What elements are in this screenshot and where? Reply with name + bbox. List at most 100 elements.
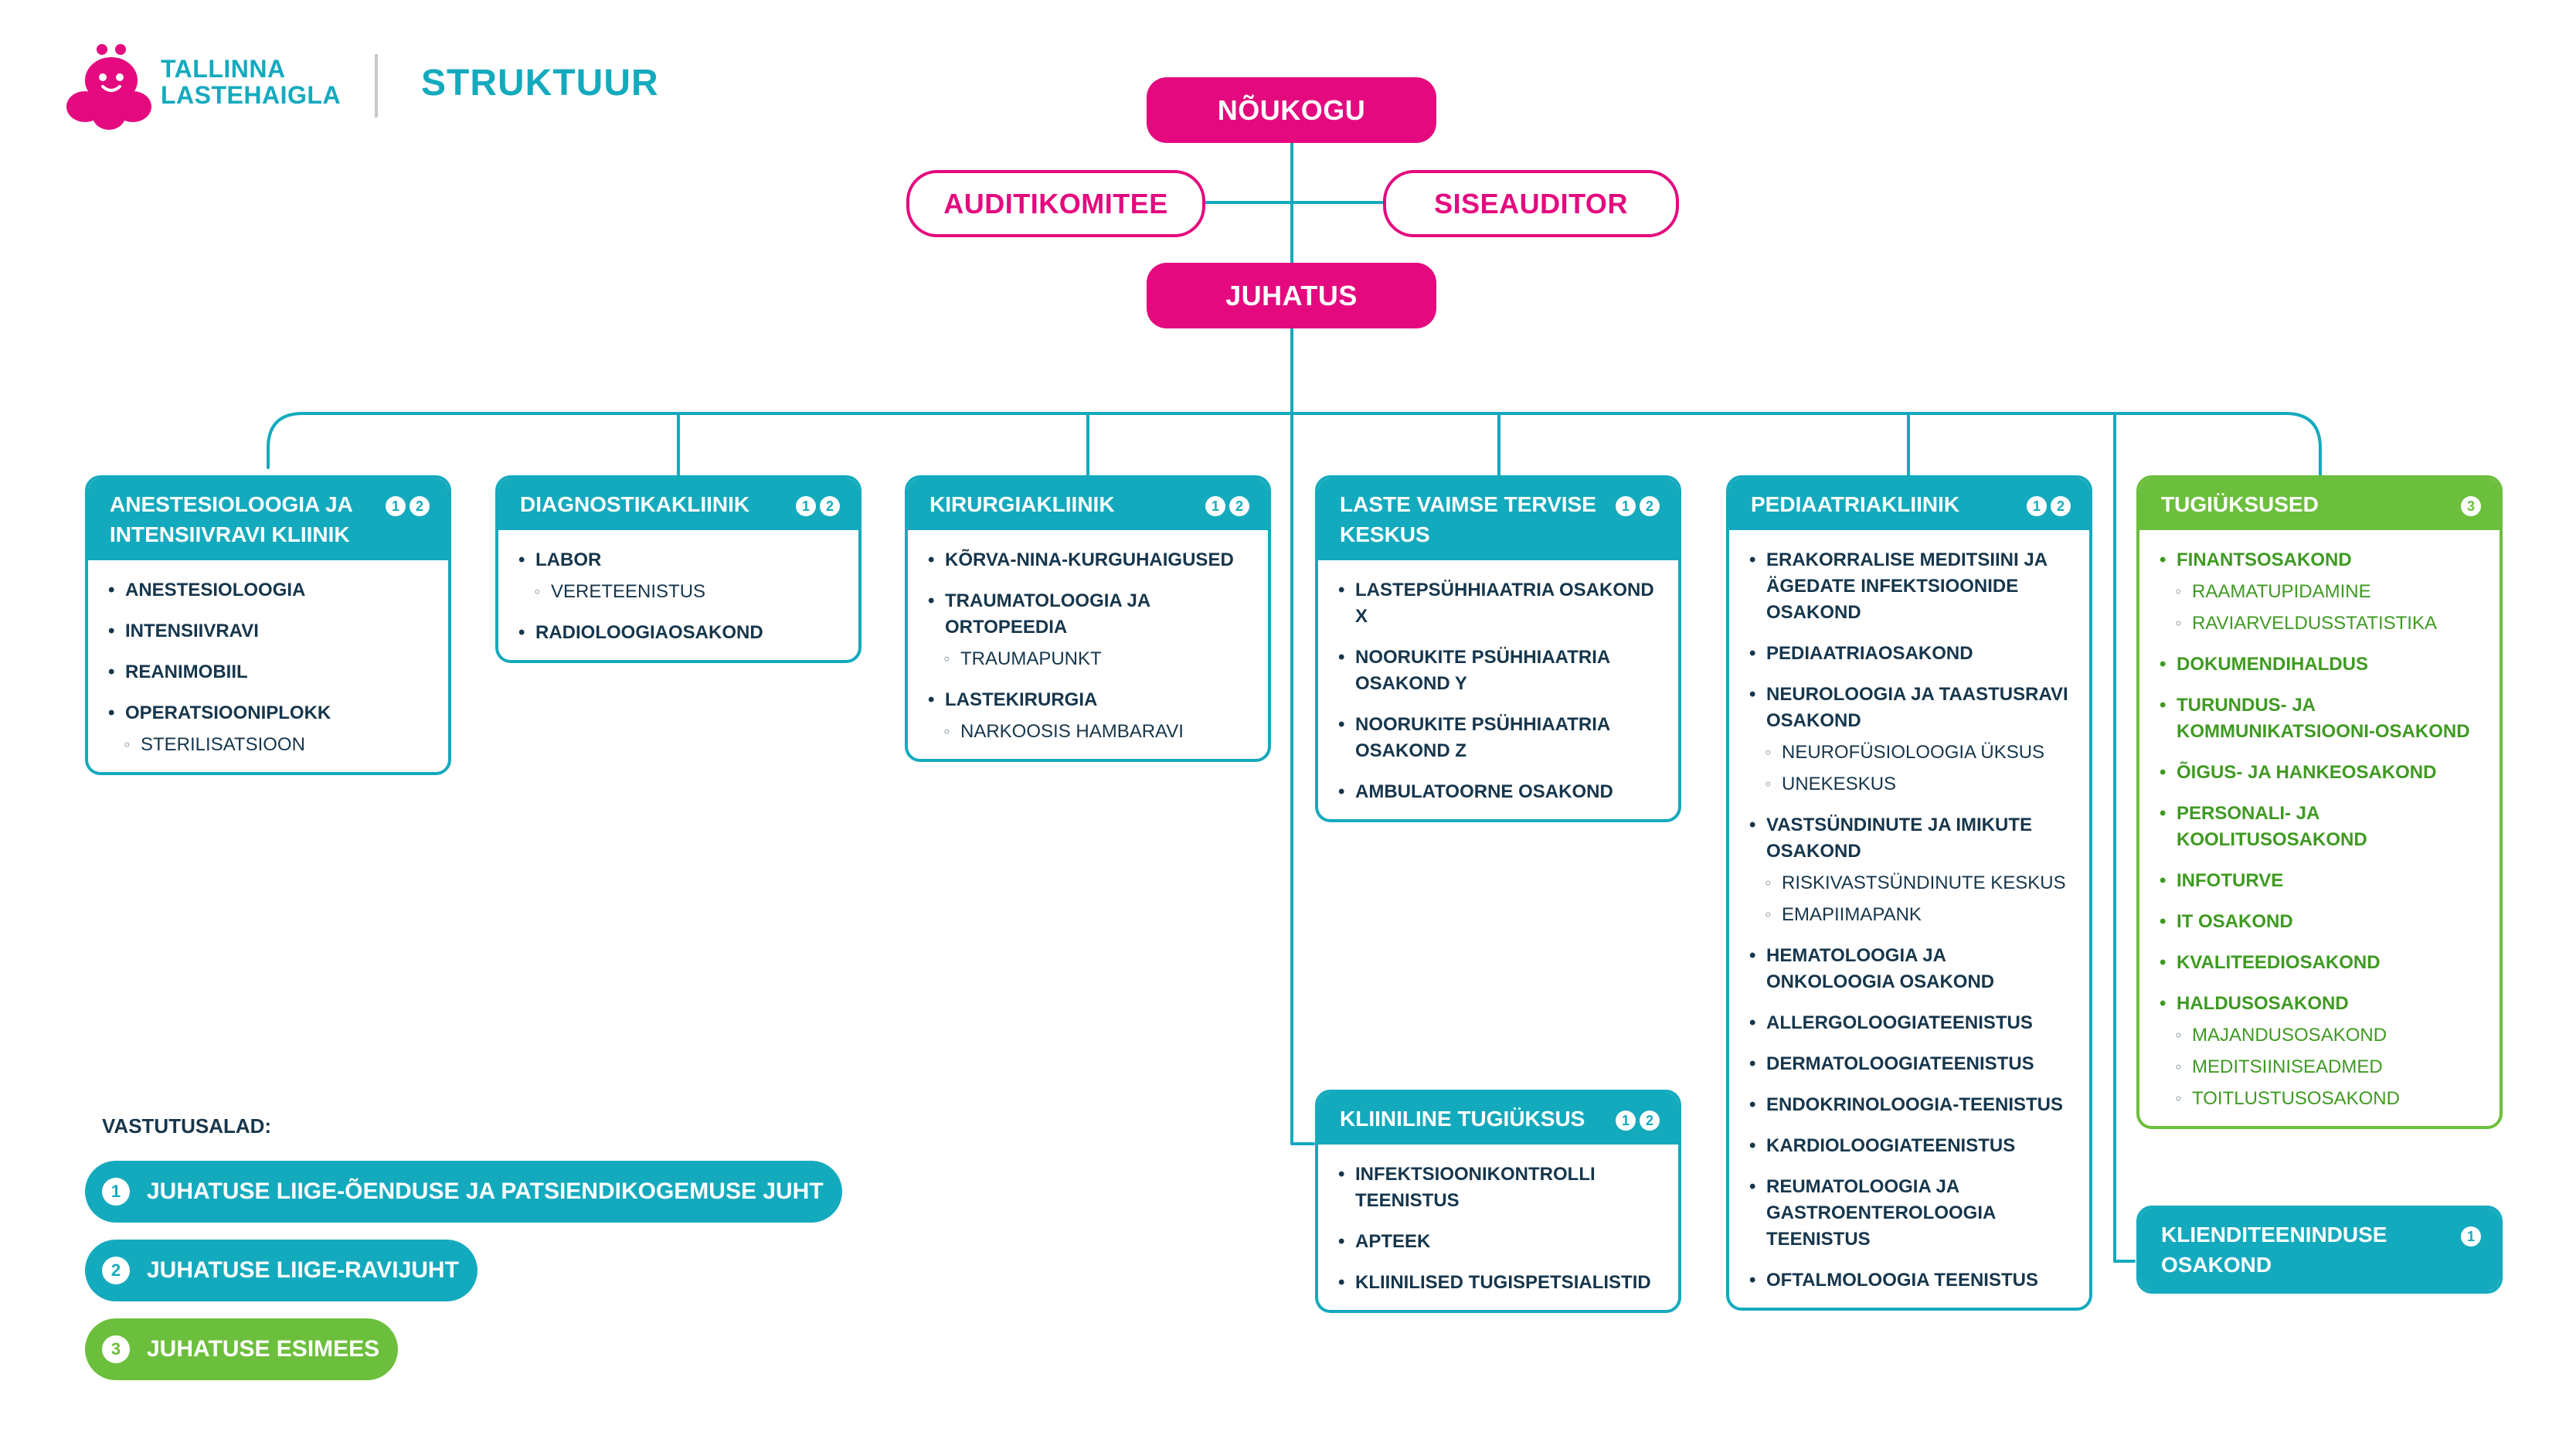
logo-wordmark: TALLINNA LASTEHAIGLA (161, 56, 341, 108)
unit-subitem: MAJANDUSOSAKOND (2160, 1022, 2484, 1049)
unit-kirurgia: KIRURGIAKLIINIK 12KÕRVA-NINA-KURGUHAIGUSE… (905, 475, 1271, 762)
unit-klienditeeninduse: KLIENDITEENINDUSE OSAKOND 1 (2136, 1206, 2503, 1294)
unit-title: PEDIAATRIAKLIINIK (1751, 492, 1960, 516)
juhatus-node: JUHATUS (1147, 263, 1436, 328)
unit-item: REUMATOLOOGIA JA GASTROENTEROLOOGIA TEEN… (1749, 1174, 2074, 1253)
responsibility-badge: 2 (820, 496, 840, 516)
unit-item: REANIMOBIIL (108, 659, 433, 685)
unit-item: HEMATOLOOGIA JA ONKOLOOGIA OSAKOND (1749, 943, 2074, 995)
unit-item: FINANTSOSAKONDRAAMATUPIDAMINERAVIARVELDU… (2160, 547, 2484, 637)
unit-items: ANESTESIOLOOGIA INTENSIIVRAVI REANIMOBIIL O… (88, 560, 448, 772)
unit-header: ANESTESIOLOOGIA JA INTENSIIVRAVI KLIINIK… (88, 478, 448, 560)
unit-diagnostika: DIAGNOSTIKAKLIINIK 12LABORVERETEENISTUS RA… (495, 475, 861, 663)
unit-subitem: RAVIARVELDUSSTATISTIKA (2160, 611, 2484, 637)
unit-item: KÕRVA-NINA-KURGUHAIGUSED (928, 547, 1252, 573)
unit-item: LASTEPSÜHHIAATRIA OSAKOND X (1338, 577, 1663, 630)
unit-item-label: ENDOKRINOLOOGIA-TEENISTUS (1749, 1092, 2074, 1118)
responsibility-badges: 1 (2461, 1226, 2481, 1247)
unit-items: LASTEPSÜHHIAATRIA OSAKOND X NOORUKITE PSÜ… (1318, 560, 1678, 819)
unit-item: NOORUKITE PSÜHHIAATRIA OSAKOND Z (1338, 712, 1663, 764)
unit-title: KLIENDITEENINDUSE OSAKOND (2161, 1223, 2387, 1277)
unit-item-label: FINANTSOSAKOND (2160, 547, 2484, 573)
unit-item-label: NEUROLOOGIA JA TAASTUSRAVI OSAKOND (1749, 682, 2074, 734)
unit-item: TRAUMATOLOOGIA JA ORTOPEEDIA TRAUMAPUNKT (928, 588, 1252, 672)
logo-line-1: TALLINNA (161, 55, 286, 83)
unit-item: INTENSIIVRAVI (108, 618, 433, 645)
legend-label: JUHATUSE LIIGE-RAVIJUHT (147, 1257, 459, 1283)
unit-item: OFTALMOLOOGIA TEENISTUS (1749, 1267, 2074, 1294)
responsibility-badge: 3 (2461, 496, 2481, 516)
unit-item: OPERATSIOONIPLOKKSTERILISATSIOON (108, 700, 433, 758)
legend-label: JUHATUSE LIIGE-ÕENDUSE JA PATSIENDIKOGEM… (147, 1179, 824, 1204)
responsibility-badge: 1 (386, 496, 406, 516)
legend-title: VASTUTUSALAD: (102, 1114, 272, 1138)
unit-title: LASTE VAIMSE TERVISE KESKUS (1340, 492, 1596, 546)
unit-item: TURUNDUS- JA KOMMUNIKATSIOONI-OSAKOND (2160, 692, 2484, 745)
unit-item-label: REANIMOBIIL (108, 659, 433, 685)
unit-item: ANESTESIOLOOGIA (108, 577, 433, 604)
unit-item: AMBULATOORNE OSAKOND (1338, 779, 1663, 805)
unit-item-label: PEDIAATRIAOSAKOND (1749, 641, 2074, 667)
unit-title: DIAGNOSTIKAKLIINIK (520, 492, 750, 516)
unit-title: KIRURGIAKLIINIK (929, 492, 1115, 516)
unit-subitem: TRAUMAPUNKT (928, 646, 1252, 672)
responsibility-badge: 2 (1640, 1111, 1660, 1131)
unit-item: LABORVERETEENISTUS (518, 547, 843, 605)
unit-subitem: MEDITSIINISEADMED (2160, 1054, 2484, 1080)
unit-item: NOORUKITE PSÜHHIAATRIA OSAKOND Y (1338, 645, 1663, 697)
unit-item: ERAKORRALISE MEDITSIINI JA ÄGEDATE INFEK… (1749, 547, 2074, 626)
legend-entry: 3 JUHATUSE ESIMEES (85, 1318, 399, 1380)
unit-item-label: INFEKTSIOONIKONTROLLI TEENISTUS (1338, 1162, 1663, 1214)
responsibility-badge: 1 (1616, 496, 1636, 516)
legend-entry: 2 JUHATUSE LIIGE-RAVIJUHT (85, 1240, 477, 1301)
unit-item: ALLERGOLOOGIATEENISTUS (1749, 1010, 2074, 1036)
page-title: STRUKTUUR (421, 63, 659, 104)
legend-number: 2 (102, 1257, 130, 1284)
unit-item-label: ÕIGUS- JA HANKEOSAKOND (2160, 760, 2484, 786)
unit-title: TUGIÜKSUSED (2161, 492, 2319, 516)
unit-item-label: ANESTESIOLOOGIA (108, 577, 433, 604)
unit-header: KLIENDITEENINDUSE OSAKOND 1 (2139, 1209, 2500, 1291)
unit-item-label: LABOR (518, 547, 843, 573)
unit-item-label: TURUNDUS- JA KOMMUNIKATSIOONI-OSAKOND (2160, 692, 2484, 745)
unit-item: ÕIGUS- JA HANKEOSAKOND (2160, 760, 2484, 786)
logo-line-2: LASTEHAIGLA (161, 81, 342, 109)
unit-item-label: RADIOLOOGIAOSAKOND (518, 620, 843, 646)
unit-item-label: INTENSIIVRAVI (108, 618, 433, 645)
unit-item-label: OPERATSIOONIPLOKK (108, 700, 433, 726)
responsibility-badge: 1 (2461, 1226, 2481, 1247)
unit-subitem: NEUROFÜSIOLOOGIA ÜKSUS (1749, 740, 2074, 766)
unit-item-label: DOKUMENDIHALDUS (2160, 651, 2484, 678)
unit-subitem: TOITLUSTUSOSAKOND (2160, 1086, 2484, 1112)
unit-item-label: TRAUMATOLOOGIA JA ORTOPEEDIA (928, 588, 1252, 641)
responsibility-badge: 1 (2027, 496, 2047, 516)
unit-title: ANESTESIOLOOGIA JA INTENSIIVRAVI KLIINIK (110, 492, 352, 546)
unit-item-label: NOORUKITE PSÜHHIAATRIA OSAKOND Y (1338, 645, 1663, 697)
responsibility-badge: 1 (1205, 496, 1225, 516)
unit-item: HALDUSOSAKONDMAJANDUSOSAKONDMEDITSIINISE… (2160, 991, 2484, 1112)
unit-item-label: IT OSAKOND (2160, 909, 2484, 935)
responsibility-badges: 3 (2461, 496, 2481, 516)
unit-item-label: ERAKORRALISE MEDITSIINI JA ÄGEDATE INFEK… (1749, 547, 2074, 626)
responsibility-badge: 2 (410, 496, 430, 516)
unit-item: IT OSAKOND (2160, 909, 2484, 935)
unit-subitem: RISKIVASTSÜNDINUTE KESKUS (1749, 870, 2074, 896)
responsibility-badge: 2 (1229, 496, 1249, 516)
unit-header: TUGIÜKSUSED 3 (2139, 478, 2500, 530)
unit-item: KLIINILISED TUGISPETSIALISTID (1338, 1270, 1663, 1296)
unit-items: ERAKORRALISE MEDITSIINI JA ÄGEDATE INFEK… (1729, 530, 2089, 1308)
noukogu-node: NÕUKOGU (1147, 77, 1436, 143)
unit-kliiniline-tugiuksus: KLIINILINE TUGIÜKSUS12INFEKTSIOONIKONTRO… (1315, 1090, 1681, 1313)
unit-item-label: KÕRVA-NINA-KURGUHAIGUSED (928, 547, 1252, 573)
unit-subitem: EMAPIIMAPANK (1749, 902, 2074, 928)
unit-item: DERMATOLOOGIATEENISTUS (1749, 1051, 2074, 1077)
auditikomitee-node: AUDITIKOMITEE (906, 170, 1205, 237)
